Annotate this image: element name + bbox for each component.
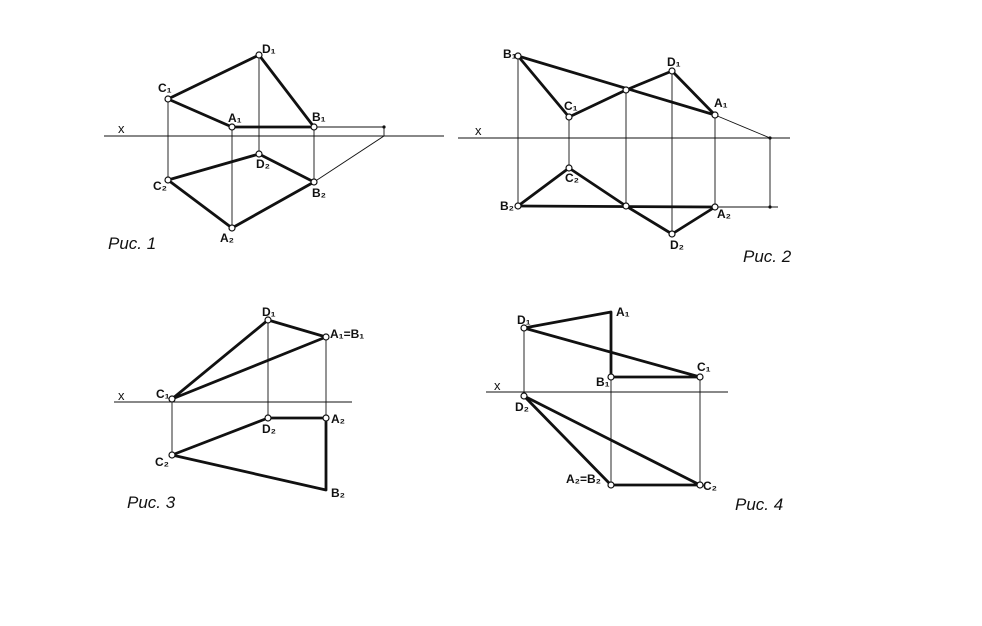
fig1-axis-label: x — [118, 121, 125, 136]
fig1-label-a1: A₁ — [228, 111, 242, 125]
fig3-horizontal-projection — [170, 416, 328, 492]
fig1-point-d1 — [255, 51, 263, 59]
fig3-point-c1 — [168, 395, 176, 403]
fig2-label-c1: C₁ — [564, 99, 578, 113]
fig1-point-c1 — [164, 95, 172, 103]
fig4-horizontal-projection — [522, 394, 702, 487]
fig3-label-d2: D₂ — [262, 422, 276, 436]
fig2-label-a1: A₁ — [714, 96, 728, 110]
fig2-point-d1 — [668, 67, 676, 75]
fig2-label-d2: D₂ — [670, 238, 684, 252]
fig3-label-c1: C₁ — [156, 387, 170, 401]
fig1-label-d1: D₁ — [262, 42, 276, 56]
fig2-construction-point-top — [768, 136, 772, 140]
fig3-point-d2 — [264, 414, 272, 422]
figure-3: x C₁ D₁ A₁=B₁ C₂ D₂ A₂ B₂ Рис. 3 — [114, 305, 364, 512]
fig3-point-c2 — [168, 451, 176, 459]
fig4-axis-label: x — [494, 378, 501, 393]
fig2-point-b1 — [514, 52, 522, 60]
fig3-axis-label: x — [118, 388, 125, 403]
fig2-axis-label: x — [475, 123, 482, 138]
fig1-point-b2 — [310, 178, 318, 186]
figure-4: x D₁ A₁ B₁ C₁ D₂ A₂=B₂ C₂ Рис. 4 — [486, 305, 783, 514]
fig2-point-b2 — [514, 202, 522, 210]
fig3-point-d1 — [264, 316, 272, 324]
fig4-caption: Рис. 4 — [735, 495, 783, 514]
fig2-horizontal-ab-line — [516, 204, 717, 209]
fig2-horizontal-cd-line — [516, 166, 717, 236]
fig4-point-c2 — [696, 481, 704, 489]
fig4-label-c2: C₂ — [703, 479, 717, 493]
fig3-label-a1-b1: A₁=B₁ — [330, 327, 364, 341]
fig1-label-b1: B₁ — [312, 110, 326, 124]
fig1-point-b1 — [310, 123, 318, 131]
fig2-construction-line-diagonal — [714, 114, 771, 139]
fig1-construction-point — [382, 125, 386, 129]
fig1-point-a1 — [228, 123, 236, 131]
fig2-point-c2 — [565, 164, 573, 172]
fig2-label-b2: B₂ — [500, 199, 514, 213]
fig4-frontal-projection — [522, 310, 702, 379]
fig1-point-d2 — [255, 150, 263, 158]
fig2-point-d2 — [668, 230, 676, 238]
fig3-frontal-projection — [170, 318, 328, 401]
fig1-label-a2: A₂ — [220, 231, 234, 245]
fig2-point-k2 — [622, 202, 630, 210]
fig4-label-d2: D₂ — [515, 400, 529, 414]
figure-1: x C₁ D₁ A₁ B₁ C₂ A₂ B₂ D₂ Рис. 1 — [104, 42, 444, 253]
fig1-label-b2: B₂ — [312, 186, 326, 200]
fig4-label-c1: C₁ — [697, 360, 711, 374]
fig2-label-a2: A₂ — [717, 207, 731, 221]
fig4-point-d1 — [520, 324, 528, 332]
fig2-label-b1: B₁ — [503, 47, 517, 61]
fig2-frontal-ab-line — [516, 54, 717, 117]
fig1-caption: Рис. 1 — [108, 234, 156, 253]
fig2-point-k1 — [622, 86, 630, 94]
fig2-point-a1 — [711, 111, 719, 119]
fig4-label-a1: A₁ — [616, 305, 630, 319]
fig2-construction-point-bottom — [768, 205, 772, 209]
fig1-horizontal-projection — [166, 152, 316, 230]
fig4-label-d1: D₁ — [517, 313, 531, 327]
fig1-label-c2: C₂ — [153, 179, 167, 193]
fig3-label-a2: A₂ — [331, 412, 345, 426]
fig1-label-d2: D₂ — [256, 157, 270, 171]
fig4-point-b1 — [607, 373, 615, 381]
fig2-label-c2: C₂ — [565, 171, 579, 185]
figure-2: x B₁ C₁ D₁ A₁ B₂ C₂ D₂ A₂ Рис — [458, 47, 792, 266]
fig2-point-c1 — [565, 113, 573, 121]
fig4-point-a2-b2 — [607, 481, 615, 489]
fig1-construction-line-diagonal — [313, 135, 385, 183]
fig3-caption: Рис. 3 — [127, 493, 176, 512]
fig4-point-d2 — [520, 392, 528, 400]
fig3-label-d1: D₁ — [262, 305, 276, 319]
fig4-label-a2-b2: A₂=B₂ — [566, 472, 601, 486]
fig3-label-b2: B₂ — [331, 486, 345, 500]
fig1-point-a2 — [228, 224, 236, 232]
fig4-label-b1: B₁ — [596, 375, 610, 389]
fig2-label-d1: D₁ — [667, 55, 681, 69]
fig1-point-c2 — [164, 176, 172, 184]
fig2-caption: Рис. 2 — [743, 247, 792, 266]
fig3-point-a2 — [322, 414, 330, 422]
fig4-point-c1 — [696, 373, 704, 381]
fig3-point-a1-b1 — [322, 333, 330, 341]
fig2-point-a2 — [711, 203, 719, 211]
fig3-label-c2: C₂ — [155, 455, 169, 469]
fig1-label-c1: C₁ — [158, 81, 172, 95]
